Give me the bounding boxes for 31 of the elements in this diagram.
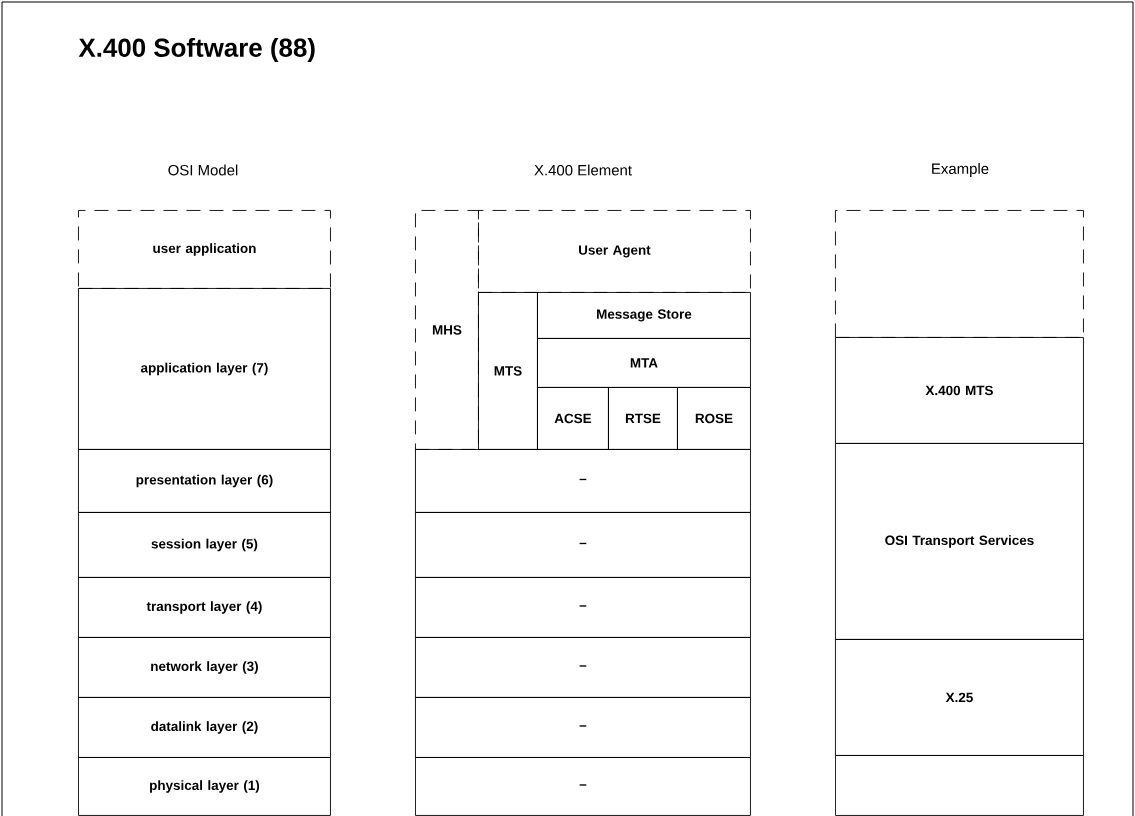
layer-box: application layer (7) xyxy=(78,288,331,450)
layer-box: User Agent xyxy=(478,210,751,293)
layer-box: ROSE xyxy=(677,387,751,450)
layer-box: X.25 xyxy=(835,639,1084,756)
layer-box: – xyxy=(415,637,751,698)
empty-box xyxy=(835,210,1084,338)
layer-box: user application xyxy=(78,210,331,289)
layer-box: ACSE xyxy=(537,387,609,450)
layer-box: datalink layer (2) xyxy=(78,697,331,758)
column-heading: OSI Model xyxy=(168,164,238,176)
layer-box: presentation layer (6) xyxy=(78,449,331,513)
layer-box: – xyxy=(415,577,751,638)
column-heading: Example xyxy=(932,163,989,177)
layer-box: OSI Transport Services xyxy=(835,443,1084,640)
title: X.400 Software (88) xyxy=(78,37,315,63)
layer-box: – xyxy=(415,697,751,758)
layer-box: – xyxy=(415,512,751,578)
layer-box: – xyxy=(415,449,751,513)
column-heading: X.400 Element xyxy=(534,164,632,176)
layer-box: transport layer (4) xyxy=(78,577,331,638)
layer-box: MTS xyxy=(478,292,538,450)
layer-box: MTA xyxy=(537,338,751,388)
empty-box xyxy=(835,755,1084,816)
layer-box: MHS xyxy=(415,210,479,450)
layer-box: Message Store xyxy=(537,292,751,339)
layer-box: – xyxy=(415,757,751,816)
layer-box: physical layer (1) xyxy=(78,757,331,816)
layer-box: network layer (3) xyxy=(78,637,331,698)
layer-box: RTSE xyxy=(608,387,678,450)
layer-box: session layer (5) xyxy=(78,512,331,578)
layer-box: X.400 MTS xyxy=(835,337,1084,444)
